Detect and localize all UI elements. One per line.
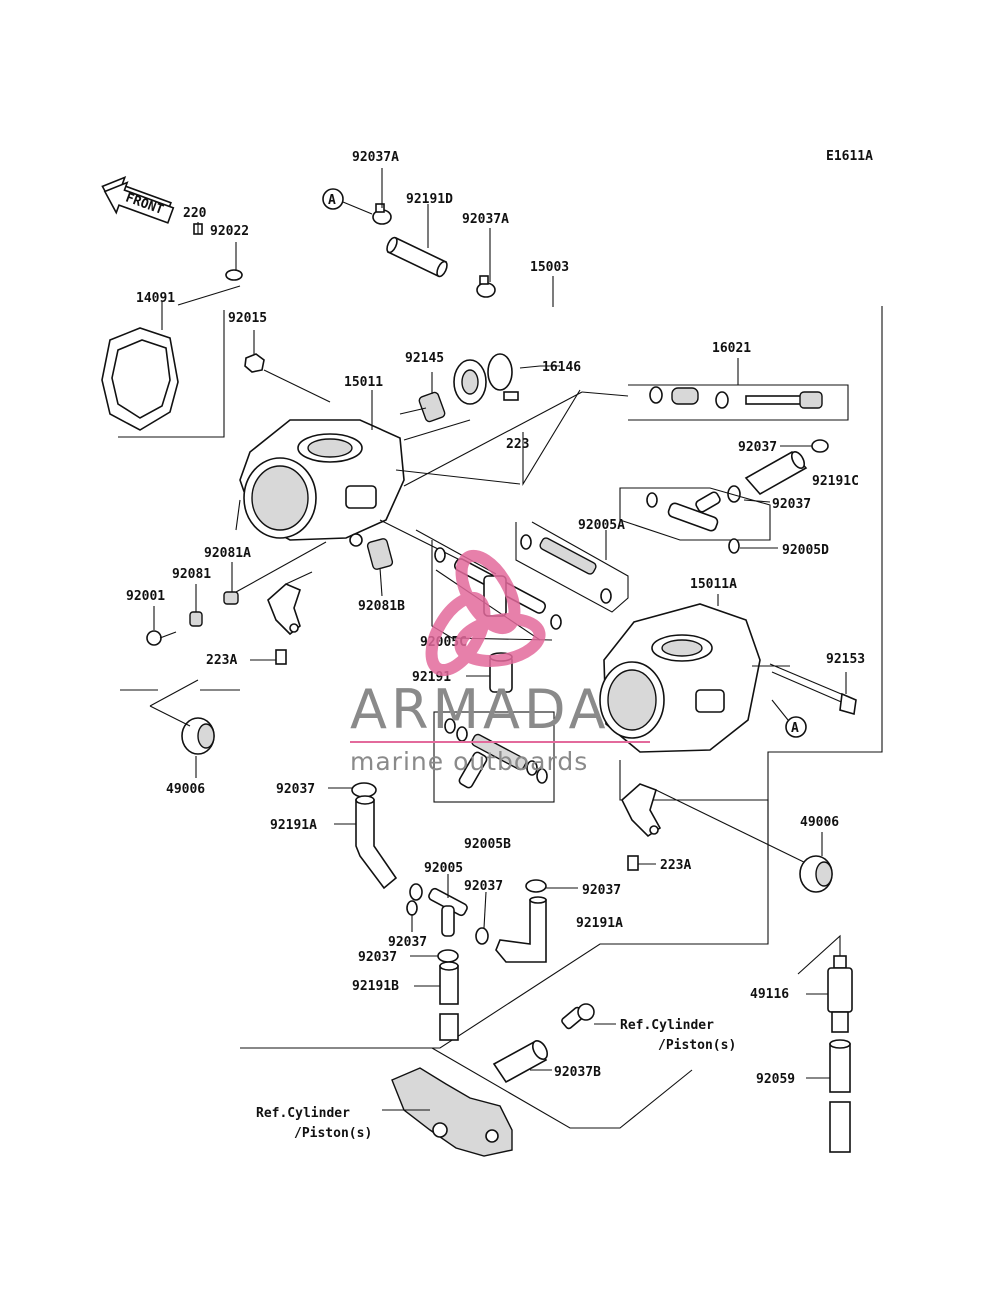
label-92037-f: 92037 (582, 883, 621, 898)
ref-cylinder-left-line1: Ref.Cylinder (256, 1106, 350, 1121)
hose-92191A-right (495, 896, 547, 963)
front-arrow-icon: FRONT (101, 176, 175, 224)
spring-92081B-icon (366, 538, 394, 597)
propeller-logo-icon (425, 549, 546, 677)
gasket-14091 (101, 302, 225, 438)
clamp-92037-e-icon (475, 891, 489, 945)
cylinder-ref-right (561, 1003, 616, 1030)
callout-a-right: A (791, 721, 799, 736)
label-92005B: 92005B (464, 837, 511, 852)
ref-cylinder-left-line2: /Piston(s) (294, 1126, 372, 1141)
label-16146: 16146 (542, 360, 581, 375)
screw-92001-icon (146, 606, 177, 646)
label-92037-c: 92037 (276, 782, 315, 797)
spring-92145-icon (418, 372, 446, 423)
watermark-brand: ARMADA (350, 678, 610, 741)
mount-49006-left (120, 679, 240, 778)
spring-92081A-icon (223, 562, 239, 605)
needle-set-16021 (540, 358, 849, 421)
label-92037A-top: 92037A (352, 150, 399, 165)
label-92037-d: 92037 (388, 935, 427, 950)
label-15011A: 15011A (690, 577, 737, 592)
ref-cylinder-right-line1: Ref.Cylinder (620, 1018, 714, 1033)
label-92005: 92005 (424, 861, 463, 876)
hose-clamp-icon (476, 275, 496, 298)
label-92191C: 92191C (812, 474, 859, 489)
label-92037-b: 92037 (772, 497, 811, 512)
label-223A-left: 223A (206, 653, 237, 668)
label-49006-right: 49006 (800, 815, 839, 830)
washer-92022-icon (225, 242, 243, 281)
label-92059: 92059 (756, 1072, 795, 1087)
label-220: 220 (183, 206, 207, 221)
label-92081: 92081 (172, 567, 211, 582)
hose-92191C (727, 439, 829, 503)
bolt-223A-left-icon (250, 649, 287, 665)
label-223: 223 (506, 437, 529, 452)
hose-clamp-icon (372, 203, 392, 225)
hose-92037B (492, 1040, 552, 1084)
label-92191A-right: 92191A (576, 916, 623, 931)
label-92005D: 92005D (782, 543, 829, 558)
hose-92191A-left (334, 795, 398, 890)
label-92153: 92153 (826, 652, 865, 667)
label-92022: 92022 (210, 224, 249, 239)
clamp-92037-c-icon (328, 782, 377, 798)
bolt-223A-right-icon (627, 855, 656, 871)
bracket-right (621, 783, 813, 867)
label-92145: 92145 (405, 351, 444, 366)
fitting-92005D (619, 487, 778, 554)
label-92081B: 92081B (358, 599, 405, 614)
clamp-92037-f-icon (525, 879, 578, 893)
top-hose-assembly: A (322, 168, 554, 307)
fitting-92005 (409, 874, 468, 937)
clamp-92037-g-icon (410, 949, 459, 963)
label-92191D: 92191D (406, 192, 453, 207)
label-49006-left: 49006 (166, 782, 205, 797)
label-14091: 14091 (136, 291, 175, 306)
spring-92081-icon (189, 584, 203, 627)
fitting-92005B (433, 711, 555, 803)
carburetor-15011 (235, 390, 583, 591)
label-92191A-left: 92191A (270, 818, 317, 833)
label-92037-g: 92037 (358, 950, 397, 965)
label-15011: 15011 (344, 375, 383, 390)
label-92001: 92001 (126, 589, 165, 604)
label-92037B: 92037B (554, 1065, 601, 1080)
label-92037-a: 92037 (738, 440, 777, 455)
cylinder-ref-left (382, 1067, 513, 1157)
cover-16146 (453, 353, 541, 405)
bracket-left (235, 541, 327, 636)
watermark: ARMADA marine outboards (350, 549, 650, 776)
hose-92191B (414, 961, 459, 1041)
label-223A-right: 223A (660, 858, 691, 873)
nut-92015-icon (244, 330, 331, 403)
label-92037-e: 92037 (464, 879, 503, 894)
diagram-code: E1611A (826, 149, 873, 164)
label-92191B: 92191B (352, 979, 399, 994)
label-15003: 15003 (530, 260, 569, 275)
label-92081A: 92081A (204, 546, 251, 561)
label-92005A: 92005A (578, 518, 625, 533)
label-92037A-mid: 92037A (462, 212, 509, 227)
bolt-220-icon (193, 222, 203, 235)
label-16021: 16021 (712, 341, 751, 356)
filter-49116 (797, 934, 853, 1033)
mount-49006-right (799, 832, 833, 893)
hose-92059 (806, 1039, 851, 1153)
clamp-92037-d-icon (406, 900, 418, 932)
label-49116: 49116 (750, 987, 789, 1002)
hose-92191D (386, 236, 448, 278)
label-92015: 92015 (228, 311, 267, 326)
bolt-92153 (769, 663, 857, 716)
carburetor-15011A (599, 594, 790, 860)
jet-92005A (515, 521, 629, 613)
callout-a-top: A (328, 193, 336, 208)
ref-cylinder-right-line2: /Piston(s) (658, 1038, 736, 1053)
watermark-tagline: marine outboards (350, 747, 588, 776)
